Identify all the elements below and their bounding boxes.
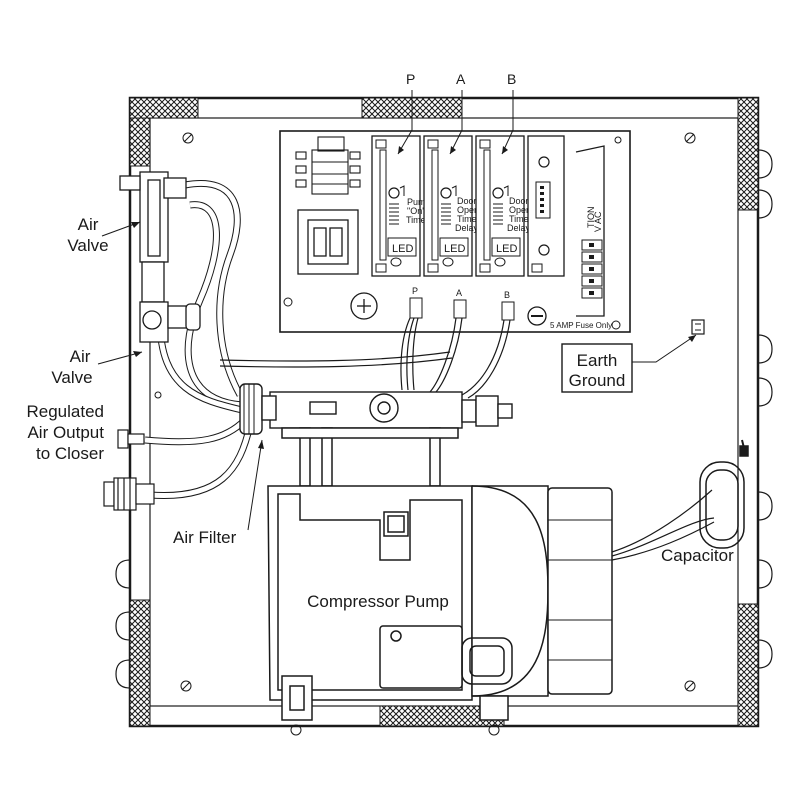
terminal-strip-text-2: V AC	[593, 211, 603, 232]
top-leaders: P A B	[397, 71, 516, 155]
label-p: P	[406, 71, 415, 87]
capacitor-label: Capacitor	[661, 546, 734, 565]
terminal-strip: TION V AC	[575, 145, 605, 317]
callout-air-filter: Air Filter	[173, 439, 264, 547]
timer-module-b: Door Open Time Delay LED	[475, 135, 531, 277]
timer-module-a: Door Open Time Delay LED	[423, 135, 479, 277]
module-b-text-4: Delay	[507, 223, 531, 233]
potentiometer-icon	[350, 292, 378, 320]
relay-socket	[295, 136, 361, 195]
manifold	[239, 383, 513, 435]
timer-module-empty	[527, 135, 565, 277]
air-valve-1-label-2: Valve	[67, 236, 108, 255]
relay-block	[297, 209, 359, 275]
air-valve-1-label-1: Air	[78, 215, 99, 234]
fuse-label: 5 AMP Fuse Only	[550, 321, 612, 330]
air-valve-2-label-2: Valve	[51, 368, 92, 387]
module-a-text-1: Door	[457, 196, 477, 206]
callout-regulated-output: Regulated Air Output to Closer	[26, 402, 104, 463]
terminal-p-label: P	[412, 286, 418, 296]
module-p-text-2: "On"	[407, 206, 425, 216]
regulated-label-1: Regulated	[26, 402, 104, 421]
module-b-text-3: Time	[509, 214, 529, 224]
regulated-label-3: to Closer	[36, 444, 104, 463]
terminal-b-label: B	[504, 290, 510, 300]
terminal-strip-text-1: TION	[586, 207, 596, 229]
mounting-screws	[154, 132, 696, 692]
module-a-text-2: Open	[457, 205, 479, 215]
module-b-led-label: LED	[496, 243, 517, 255]
air-valve-assembly	[119, 171, 201, 343]
earth-ground-label-1: Earth	[577, 351, 618, 370]
board-terminals: P A B	[409, 286, 515, 321]
capacitor-strap	[699, 439, 749, 549]
module-p-text-1: Pump	[407, 197, 431, 207]
callout-air-valve-2: Air Valve	[51, 347, 143, 387]
module-a-text-4: Delay	[455, 223, 479, 233]
earth-ground-label-2: Ground	[569, 371, 626, 390]
callout-capacitor: Capacitor	[661, 546, 734, 565]
control-board: Pump "On" Time LED Door Open Time Delay …	[279, 130, 631, 333]
fuse-holder-icon: 5 AMP Fuse Only	[527, 306, 612, 330]
earth-ground-terminal: Earth Ground	[561, 319, 705, 393]
timer-module-p: Pump "On" Time LED	[371, 135, 431, 277]
output-fittings	[103, 429, 155, 511]
module-p-text-3: Time	[406, 215, 426, 225]
module-b-text-1: Door	[509, 196, 529, 206]
module-a-text-3: Time	[457, 214, 477, 224]
label-a: A	[456, 71, 466, 87]
callout-air-valve-1: Air Valve	[67, 215, 141, 255]
terminal-a-label: A	[456, 288, 462, 298]
module-b-text-2: Open	[509, 205, 531, 215]
regulated-label-2: Air Output	[27, 423, 104, 442]
module-a-led-label: LED	[444, 243, 465, 255]
air-valve-2-label-1: Air	[70, 347, 91, 366]
compressor-pump	[267, 427, 613, 721]
label-b: B	[507, 71, 516, 87]
air-filter-label: Air Filter	[173, 528, 237, 547]
module-p-led-label: LED	[392, 243, 413, 255]
compressor-pump-label: Compressor Pump	[307, 592, 449, 611]
